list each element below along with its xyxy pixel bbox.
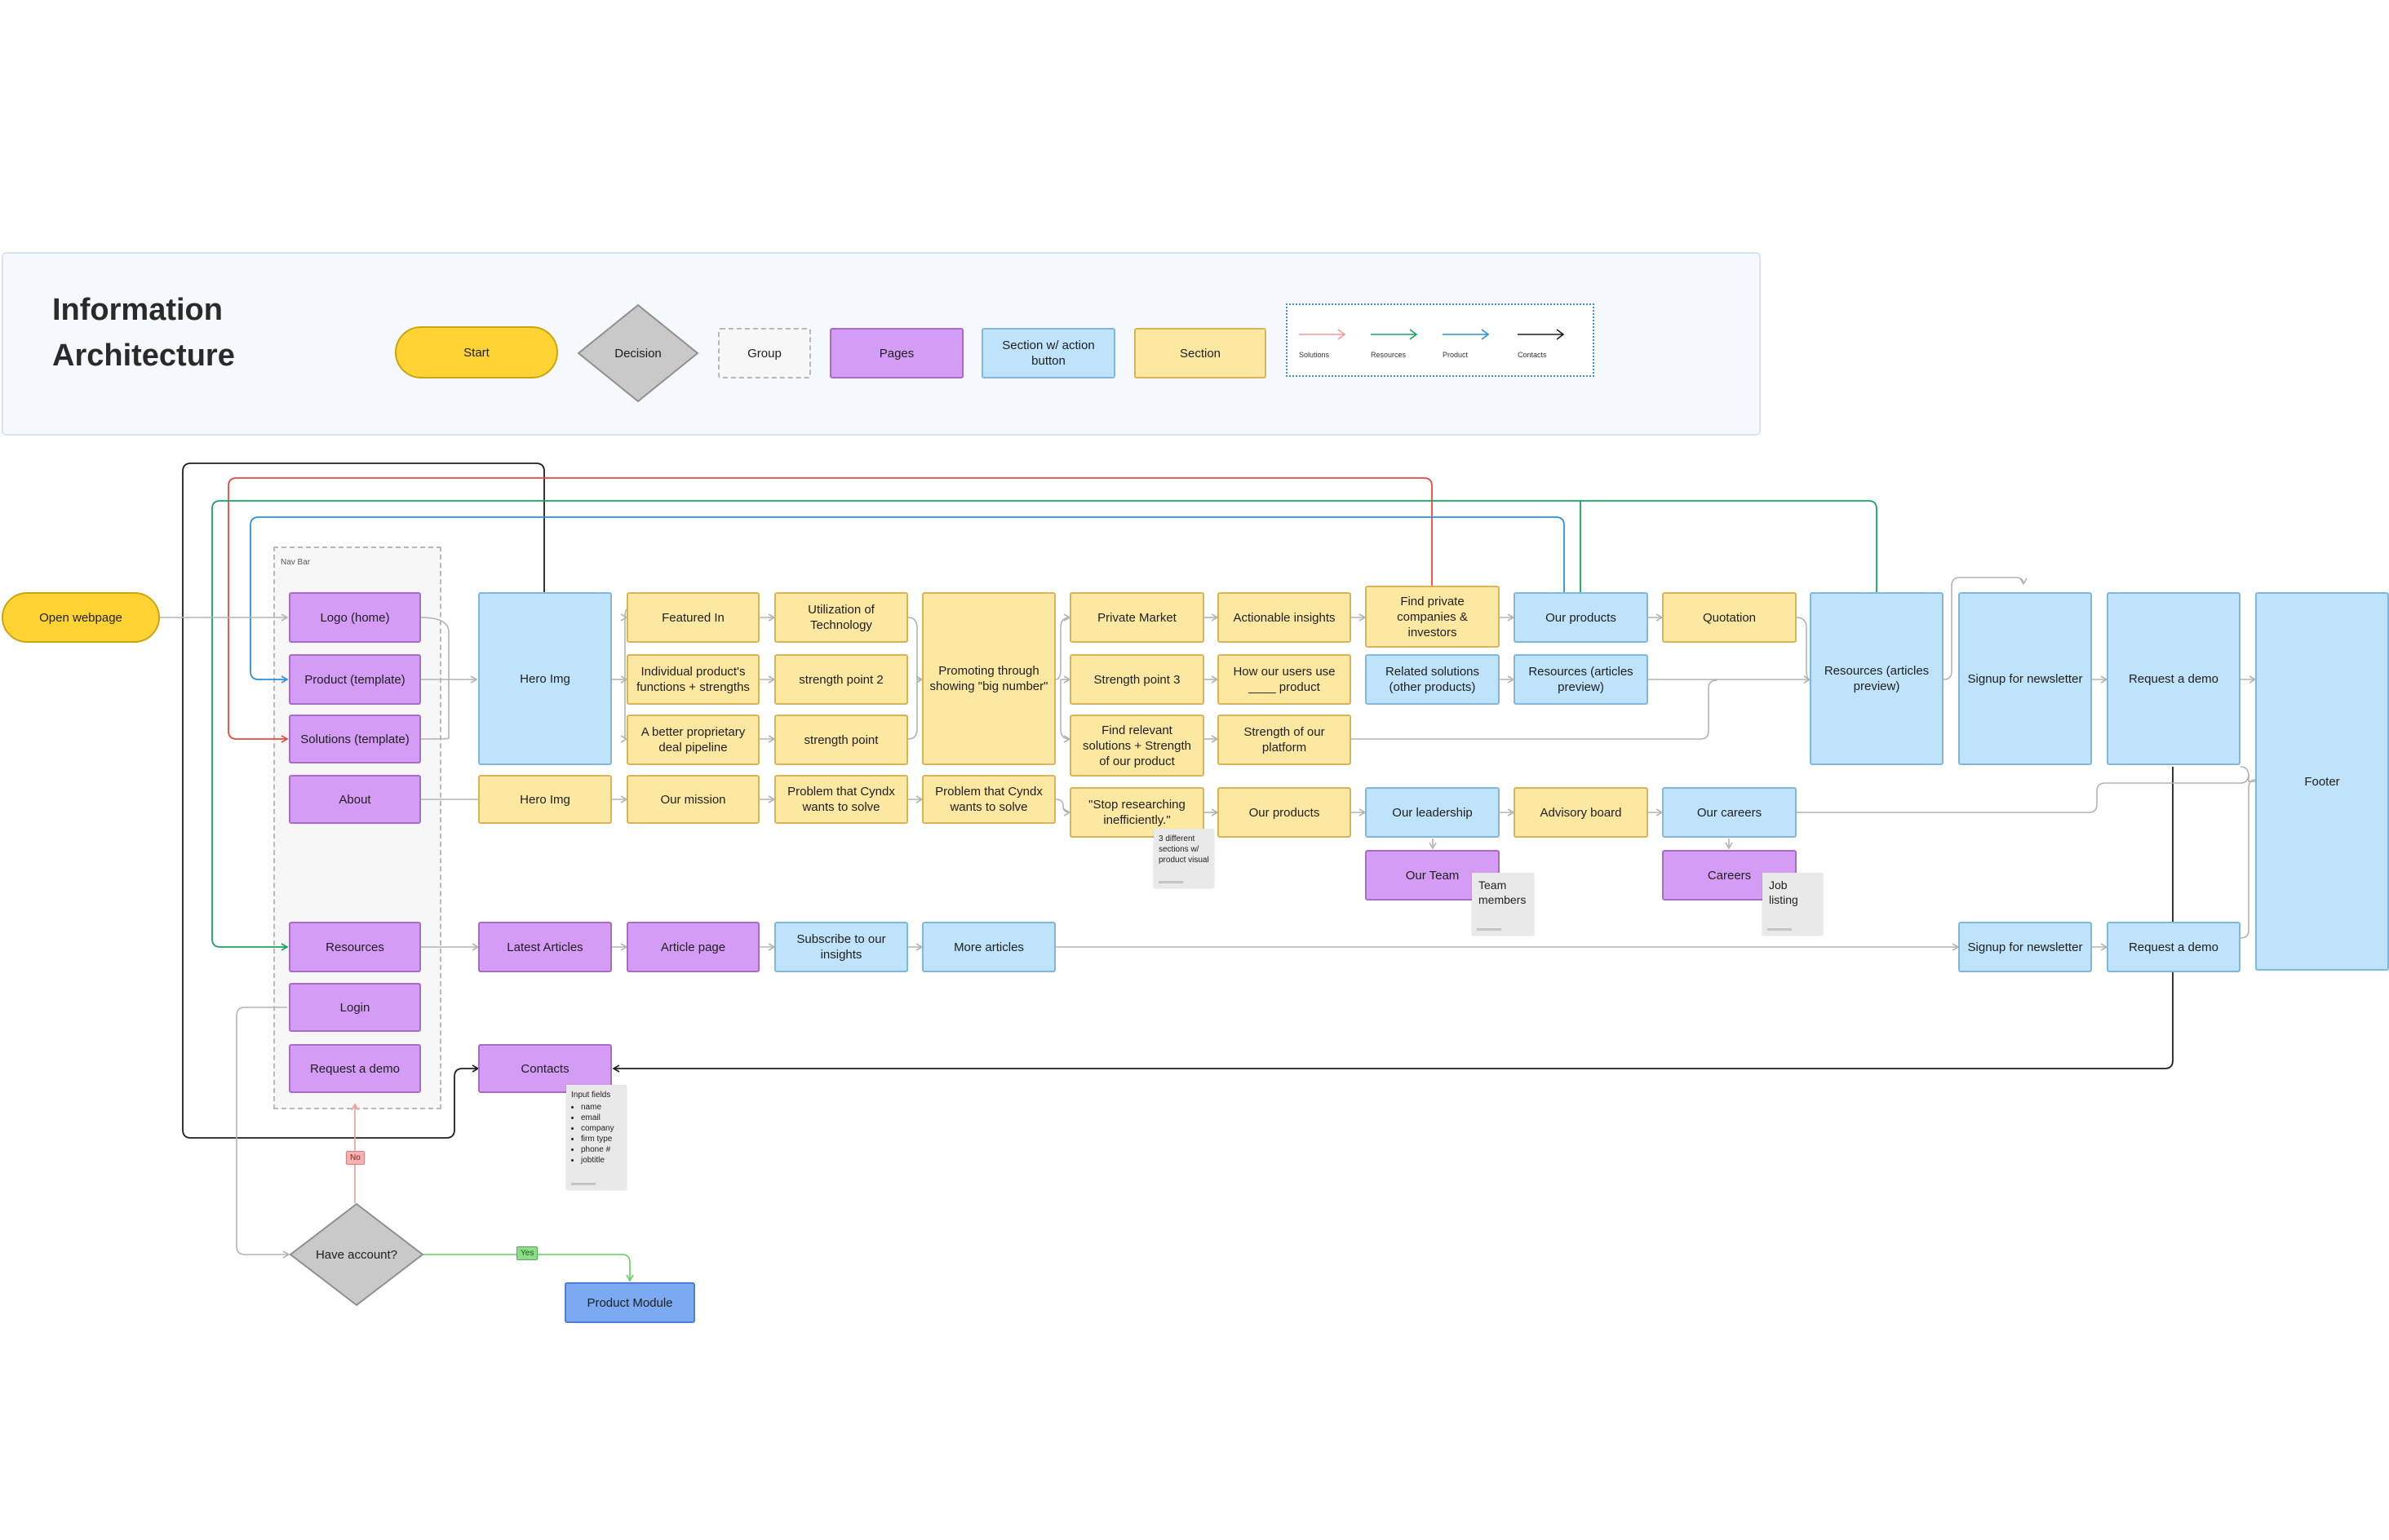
have-account-decision <box>289 1202 424 1307</box>
input-field-item: name <box>581 1102 622 1113</box>
legend-arrow-key: Solutions Resources Product Contacts <box>1286 303 1594 377</box>
note-team-members: Team members <box>1472 873 1534 935</box>
home-request-demo[interactable]: Request a demo <box>2107 592 2241 765</box>
about-hero-img: Hero Img <box>478 775 612 824</box>
our-careers[interactable]: Our careers <box>1662 787 1797 838</box>
legend-pages: Pages <box>830 328 964 378</box>
nav-request-demo[interactable]: Request a demo <box>289 1044 421 1093</box>
yes-badge: Yes <box>516 1246 539 1260</box>
yes-branch <box>423 1254 634 1282</box>
nav-product-template[interactable]: Product (template) <box>289 654 421 705</box>
nav-resources[interactable]: Resources <box>289 922 421 972</box>
legend-contacts-label: Contacts <box>1518 351 1547 359</box>
legend-resources-label: Resources <box>1371 351 1407 359</box>
note-job-listing-text: Job listing <box>1769 878 1798 906</box>
advisory-board: Advisory board <box>1514 787 1648 838</box>
legend-decision: Decision <box>614 346 662 361</box>
our-mission: Our mission <box>627 775 760 824</box>
strength-point-3: Strength point 3 <box>1070 654 1204 705</box>
how-users-use-product: How our users use ____ product <box>1217 654 1351 705</box>
solutions-loop <box>228 477 1433 743</box>
title-line-1: Information <box>52 293 223 327</box>
signup-newsletter[interactable]: Signup for newsletter <box>1958 592 2092 765</box>
strength-point: strength point <box>774 715 908 765</box>
product-module[interactable]: Product Module <box>565 1282 695 1323</box>
input-field-item: firm type <box>581 1134 622 1144</box>
input-field-item: company <box>581 1123 622 1134</box>
find-private-companies: Find private companies & investors <box>1365 586 1500 648</box>
subscribe-insights[interactable]: Subscribe to our insights <box>774 922 908 972</box>
demo-to-contacts <box>612 767 2174 1073</box>
legend-arrows <box>1299 329 1565 340</box>
have-account-label: Have account? <box>315 1247 398 1262</box>
promoting-big-number: Promoting through showing "big number" <box>922 592 1056 765</box>
legend-group: Group <box>718 328 811 378</box>
input-field-item: phone # <box>581 1144 622 1155</box>
product-loop <box>250 516 1565 684</box>
nav-about[interactable]: About <box>289 775 421 824</box>
strength-point-2: strength point 2 <box>774 654 908 705</box>
home-hero-img[interactable]: Hero Img <box>478 592 612 765</box>
note-input-fields: Input fields name email company firm typ… <box>566 1085 627 1189</box>
no-badge: No <box>346 1151 365 1165</box>
individual-products-functions: Individual product's functions + strengt… <box>627 654 760 705</box>
note-three-sections: 3 different sections w/ product visual <box>1154 829 1214 887</box>
latest-articles[interactable]: Latest Articles <box>478 922 612 972</box>
article-page[interactable]: Article page <box>627 922 760 972</box>
resources-signup-newsletter[interactable]: Signup for newsletter <box>1958 922 2092 972</box>
problem-cyndx-2: Problem that Cyndx wants to solve <box>922 775 1056 824</box>
resources-loop-a <box>211 500 1877 951</box>
utilization-of-technology: Utilization of Technology <box>774 592 908 643</box>
note-input-fields-title: Input fields <box>571 1091 611 1100</box>
about-our-products: Our products <box>1217 787 1351 838</box>
legend-solutions-label: Solutions <box>1299 351 1330 359</box>
quotation: Quotation <box>1662 592 1797 643</box>
private-market: Private Market <box>1070 592 1204 643</box>
note-team-members-text: Team members <box>1478 878 1527 906</box>
nav-login[interactable]: Login <box>289 983 421 1032</box>
problem-cyndx-1: Problem that Cyndx wants to solve <box>774 775 908 824</box>
input-fields-list: name email company firm type phone # job… <box>571 1102 622 1166</box>
navbar-label: Nav Bar <box>281 558 311 567</box>
our-leadership[interactable]: Our leadership <box>1365 787 1500 838</box>
input-field-item: email <box>581 1113 622 1123</box>
legend-action-section: Section w/ action button <box>982 328 1115 378</box>
home-our-products[interactable]: Our products <box>1514 592 1648 643</box>
input-field-item: jobtitle <box>581 1155 622 1166</box>
more-articles[interactable]: More articles <box>922 922 1056 972</box>
find-relevant-solutions: Find relevant solutions + Strength of ou… <box>1070 715 1204 777</box>
title-line-2: Architecture <box>52 339 235 373</box>
note-job-listing: Job listing <box>1762 873 1823 935</box>
nav-logo-home[interactable]: Logo (home) <box>289 592 421 643</box>
open-webpage-start[interactable]: Open webpage <box>2 592 160 643</box>
resources-request-demo[interactable]: Request a demo <box>2107 922 2241 972</box>
footer[interactable]: Footer <box>2255 592 2389 971</box>
legend-decision-shape <box>577 303 699 403</box>
note-three-sections-text: 3 different sections w/ product visual <box>1159 834 1209 865</box>
resources-articles-preview[interactable]: Resources (articles preview) <box>1810 592 1944 765</box>
featured-in: Featured In <box>627 592 760 643</box>
nav-solutions-template[interactable]: Solutions (template) <box>289 715 421 763</box>
legend-start: Start <box>395 326 558 378</box>
home-resources-preview[interactable]: Resources (articles preview) <box>1514 654 1648 705</box>
related-solutions[interactable]: Related solutions (other products) <box>1365 654 1500 705</box>
better-deal-pipeline: A better proprietary deal pipeline <box>627 715 760 765</box>
legend-section: Section <box>1134 328 1266 378</box>
strength-of-platform: Strength of our platform <box>1217 715 1351 765</box>
contacts-loop <box>182 462 545 1139</box>
legend-product-label: Product <box>1443 351 1469 359</box>
actionable-insights: Actionable insights <box>1217 592 1351 643</box>
diagram-title: Information Architecture <box>52 287 235 378</box>
